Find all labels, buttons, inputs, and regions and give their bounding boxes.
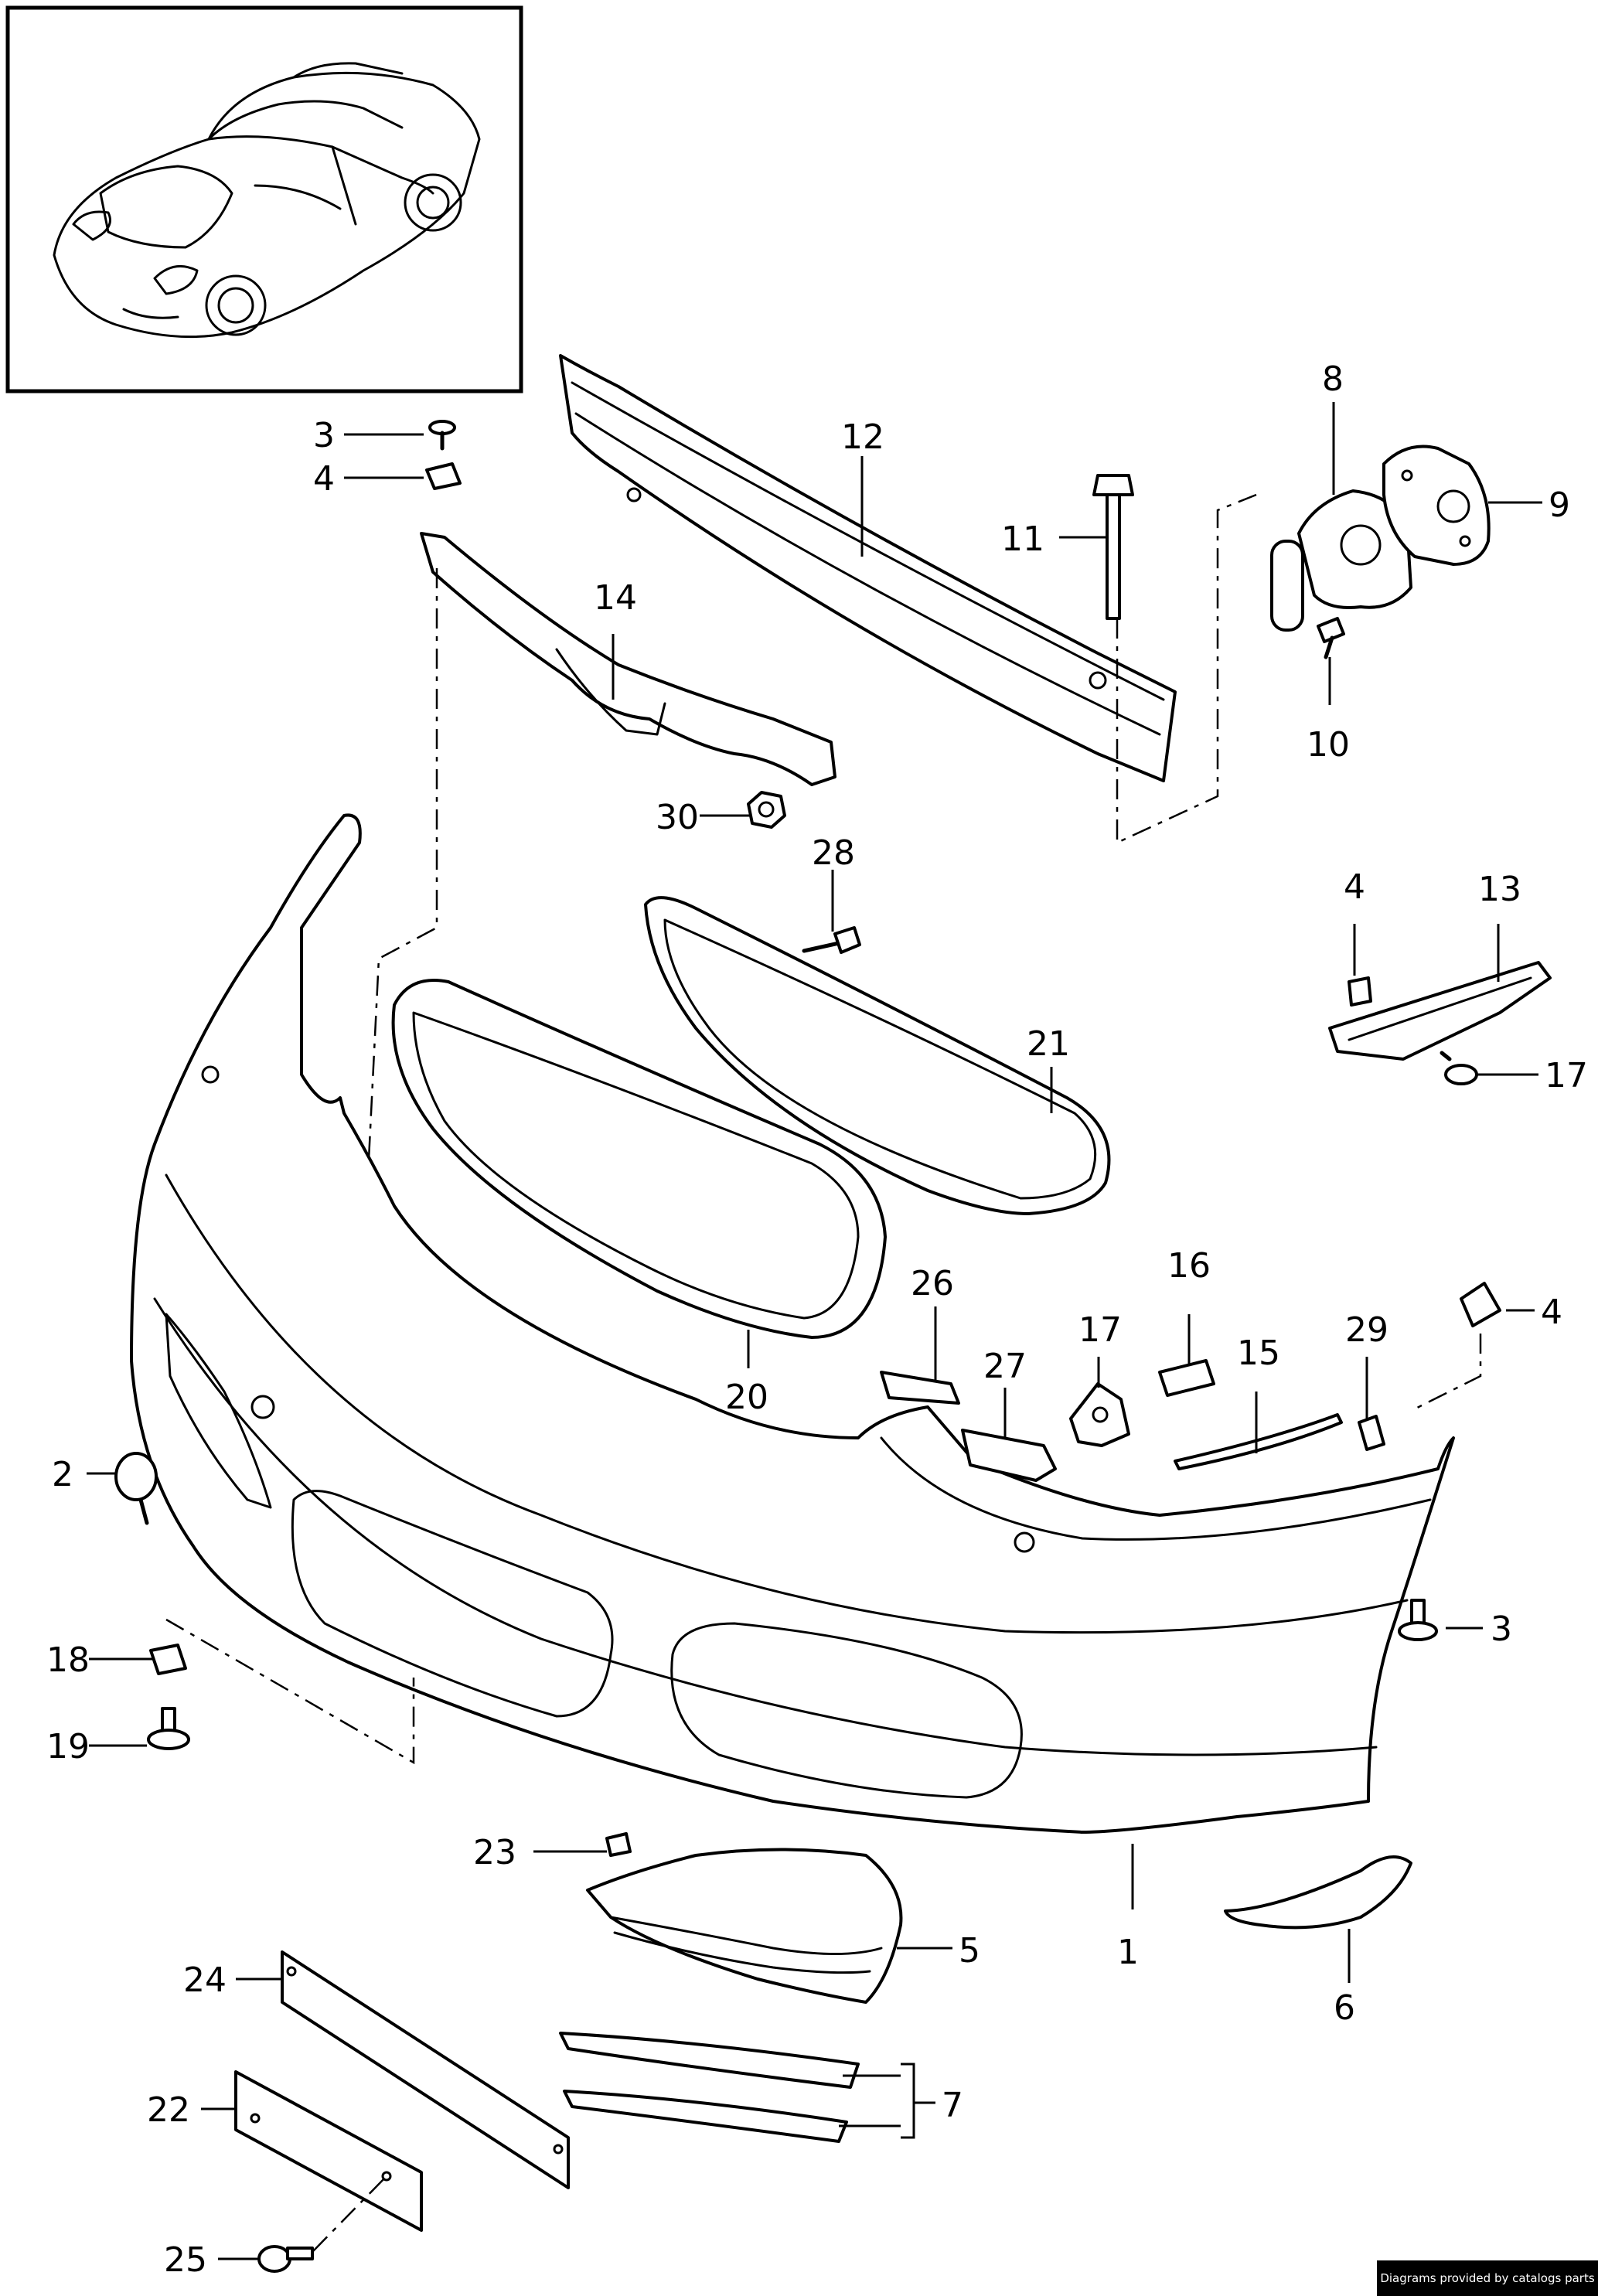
callout-26: 26 [911,1264,954,1303]
callout-7: 7 [942,2086,963,2125]
callout-20: 20 [725,1378,768,1417]
car-illustration [53,62,481,339]
callout-8: 8 [1322,359,1344,399]
part-19-screw [147,1707,190,1750]
assembly-line-right [1410,1334,1482,1412]
assembly-line-left [362,568,438,1269]
assembly-line-beam [1116,493,1257,844]
part-17-screw-right [1440,1051,1478,1085]
part-10-bolt [1317,617,1345,659]
callout-4-right-lower: 4 [1541,1293,1562,1332]
part-11-long-bolt [1092,474,1134,620]
callout-18: 18 [46,1640,90,1680]
part-20-grille-frame [391,979,887,1339]
part-28-fastener [802,926,861,954]
callout-labels: 1 2 3 3 4 4 4 5 6 7 8 9 10 11 12 13 14 1… [46,359,1588,2280]
part-3-screw-right [1398,1599,1438,1641]
part-29-clip [1358,1415,1385,1451]
part-3-screw-top [428,420,456,451]
callout-3-top: 3 [313,416,335,455]
part-4-clip-right-lower [1460,1282,1501,1327]
callout-10: 10 [1307,725,1350,765]
part-16-clip [1158,1359,1215,1397]
callout-15: 15 [1237,1334,1280,1373]
callout-16: 16 [1167,1246,1211,1286]
part-26-clip [880,1371,960,1405]
part-13-side-bracket [1328,961,1552,1061]
part-25-screw [257,2245,314,2273]
callout-27: 27 [983,1347,1027,1386]
part-4-clip-top [425,462,462,490]
callout-2: 2 [52,1455,73,1494]
callout-1: 1 [1117,1933,1139,1972]
vehicle-overview-inset [5,5,523,393]
callout-14: 14 [594,578,637,618]
part-22-plate [234,2070,423,2232]
callout-21: 21 [1027,1024,1070,1064]
part-15-strip [1174,1413,1343,1470]
callout-5: 5 [959,1931,980,1971]
callout-3-right: 3 [1491,1610,1512,1649]
part-14-bracket [420,532,836,786]
callout-9: 9 [1549,485,1570,525]
callout-17-right: 17 [1545,1056,1588,1095]
leader-lines [87,402,1542,2260]
part-27-sensor-bracket [961,1429,1057,1482]
part-21-grille-frame [644,896,1111,1215]
callout-29: 29 [1345,1310,1388,1350]
part-12-beam [559,354,1177,782]
part-17-nut-center [1069,1382,1130,1447]
callout-17-center: 17 [1078,1310,1122,1350]
assembly-line-plate [312,2175,387,2252]
part-4-clip-right-upper [1348,976,1372,1007]
part-1-bumper-cover [130,813,1455,1834]
part-30-nut [747,791,786,829]
callout-28: 28 [812,833,855,873]
callout-24: 24 [183,1960,227,2000]
callout-4-top: 4 [313,459,335,499]
part-6-air-guide [1224,1855,1412,1930]
callout-13: 13 [1478,870,1521,909]
part-24-plate [281,1950,570,2189]
part-7-strips [559,2032,860,2143]
part-8-deformation-element [1270,489,1412,632]
callout-6: 6 [1334,1988,1355,2028]
callout-12: 12 [841,417,884,457]
callout-22: 22 [147,2090,190,2130]
callout-30: 30 [656,798,699,837]
callout-11: 11 [1001,519,1044,559]
callout-23: 23 [473,1833,516,1872]
callout-19: 19 [46,1727,90,1766]
callout-25: 25 [164,2240,207,2280]
callout-4-right-upper: 4 [1344,867,1365,907]
part-18-clip [149,1644,187,1675]
assembly-line-bottom-left [165,1618,415,1765]
part-2-cap [114,1452,158,1525]
credit-footer: Diagrams provided by catalogs parts [1377,2260,1598,2296]
part-5-grille-insert [586,1848,903,2004]
part-9-gasket [1382,445,1491,566]
part-23-clip [605,1832,632,1857]
